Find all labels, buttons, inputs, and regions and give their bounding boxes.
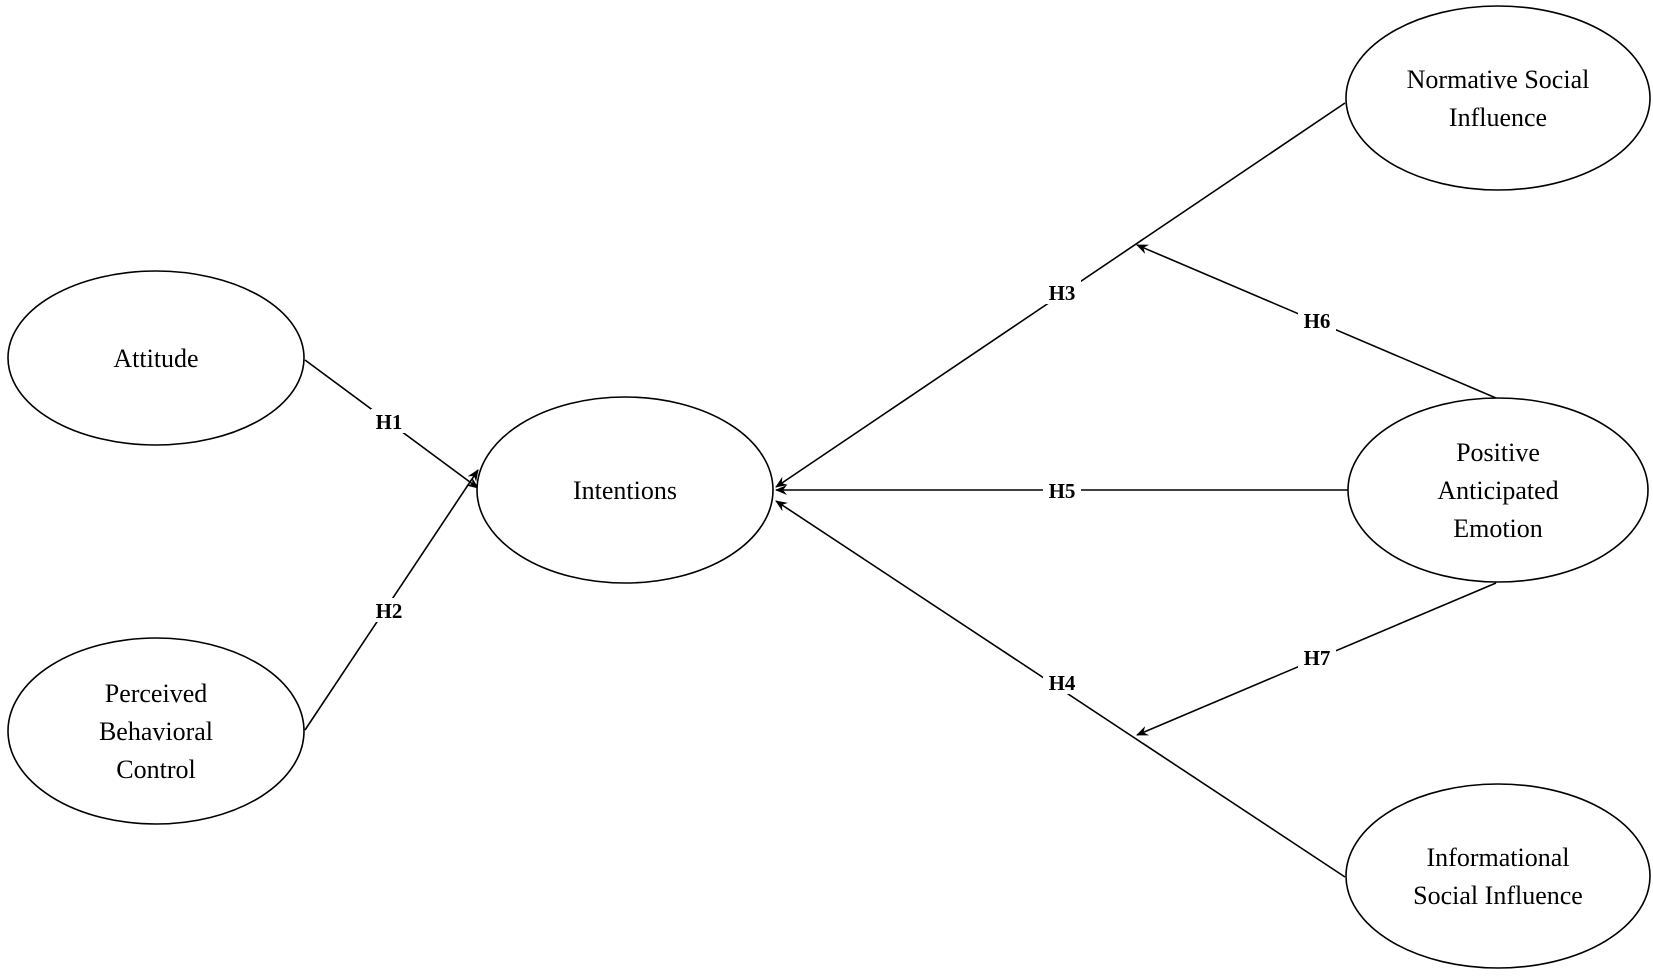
- node-positive-anticipated-emotion: Positive Anticipated Emotion: [1347, 397, 1649, 583]
- svg-text:Informational: Informational: [1427, 843, 1570, 872]
- svg-text:H1: H1: [376, 410, 403, 434]
- node-normative-social-influence: Normative Social Influence: [1345, 5, 1651, 191]
- svg-text:H4: H4: [1049, 671, 1076, 695]
- svg-text:H7: H7: [1304, 646, 1331, 670]
- edge-label-h6: H6: [1298, 308, 1336, 333]
- edge-label-h1: H1: [371, 409, 407, 434]
- edge-label-h3: H3: [1043, 280, 1081, 305]
- svg-text:Influence: Influence: [1449, 103, 1547, 132]
- svg-text:H3: H3: [1049, 281, 1076, 305]
- node-attitude: Attitude: [7, 270, 305, 446]
- svg-text:H6: H6: [1304, 309, 1331, 333]
- svg-text:Normative Social: Normative Social: [1407, 65, 1590, 94]
- svg-text:H5: H5: [1049, 479, 1076, 503]
- node-informational-social-influence: Informational Social Influence: [1345, 783, 1651, 969]
- edge-label-h7: H7: [1298, 645, 1336, 670]
- node-intentions: Intentions: [476, 396, 774, 584]
- svg-text:Positive: Positive: [1456, 438, 1540, 467]
- svg-text:H2: H2: [376, 599, 403, 623]
- edge-label-h5: H5: [1043, 478, 1081, 503]
- svg-text:Social Influence: Social Influence: [1413, 881, 1583, 910]
- svg-text:Control: Control: [116, 755, 195, 784]
- svg-text:Intentions: Intentions: [573, 476, 677, 505]
- node-perceived-behavioral-control: Perceived Behavioral Control: [7, 637, 305, 825]
- edge-label-h2: H2: [371, 598, 407, 623]
- svg-text:Anticipated: Anticipated: [1437, 476, 1558, 505]
- svg-text:Attitude: Attitude: [113, 344, 198, 373]
- svg-text:Perceived: Perceived: [105, 679, 208, 708]
- svg-text:Behavioral: Behavioral: [99, 717, 213, 746]
- svg-text:Emotion: Emotion: [1453, 514, 1543, 543]
- edge-label-h4: H4: [1043, 670, 1081, 695]
